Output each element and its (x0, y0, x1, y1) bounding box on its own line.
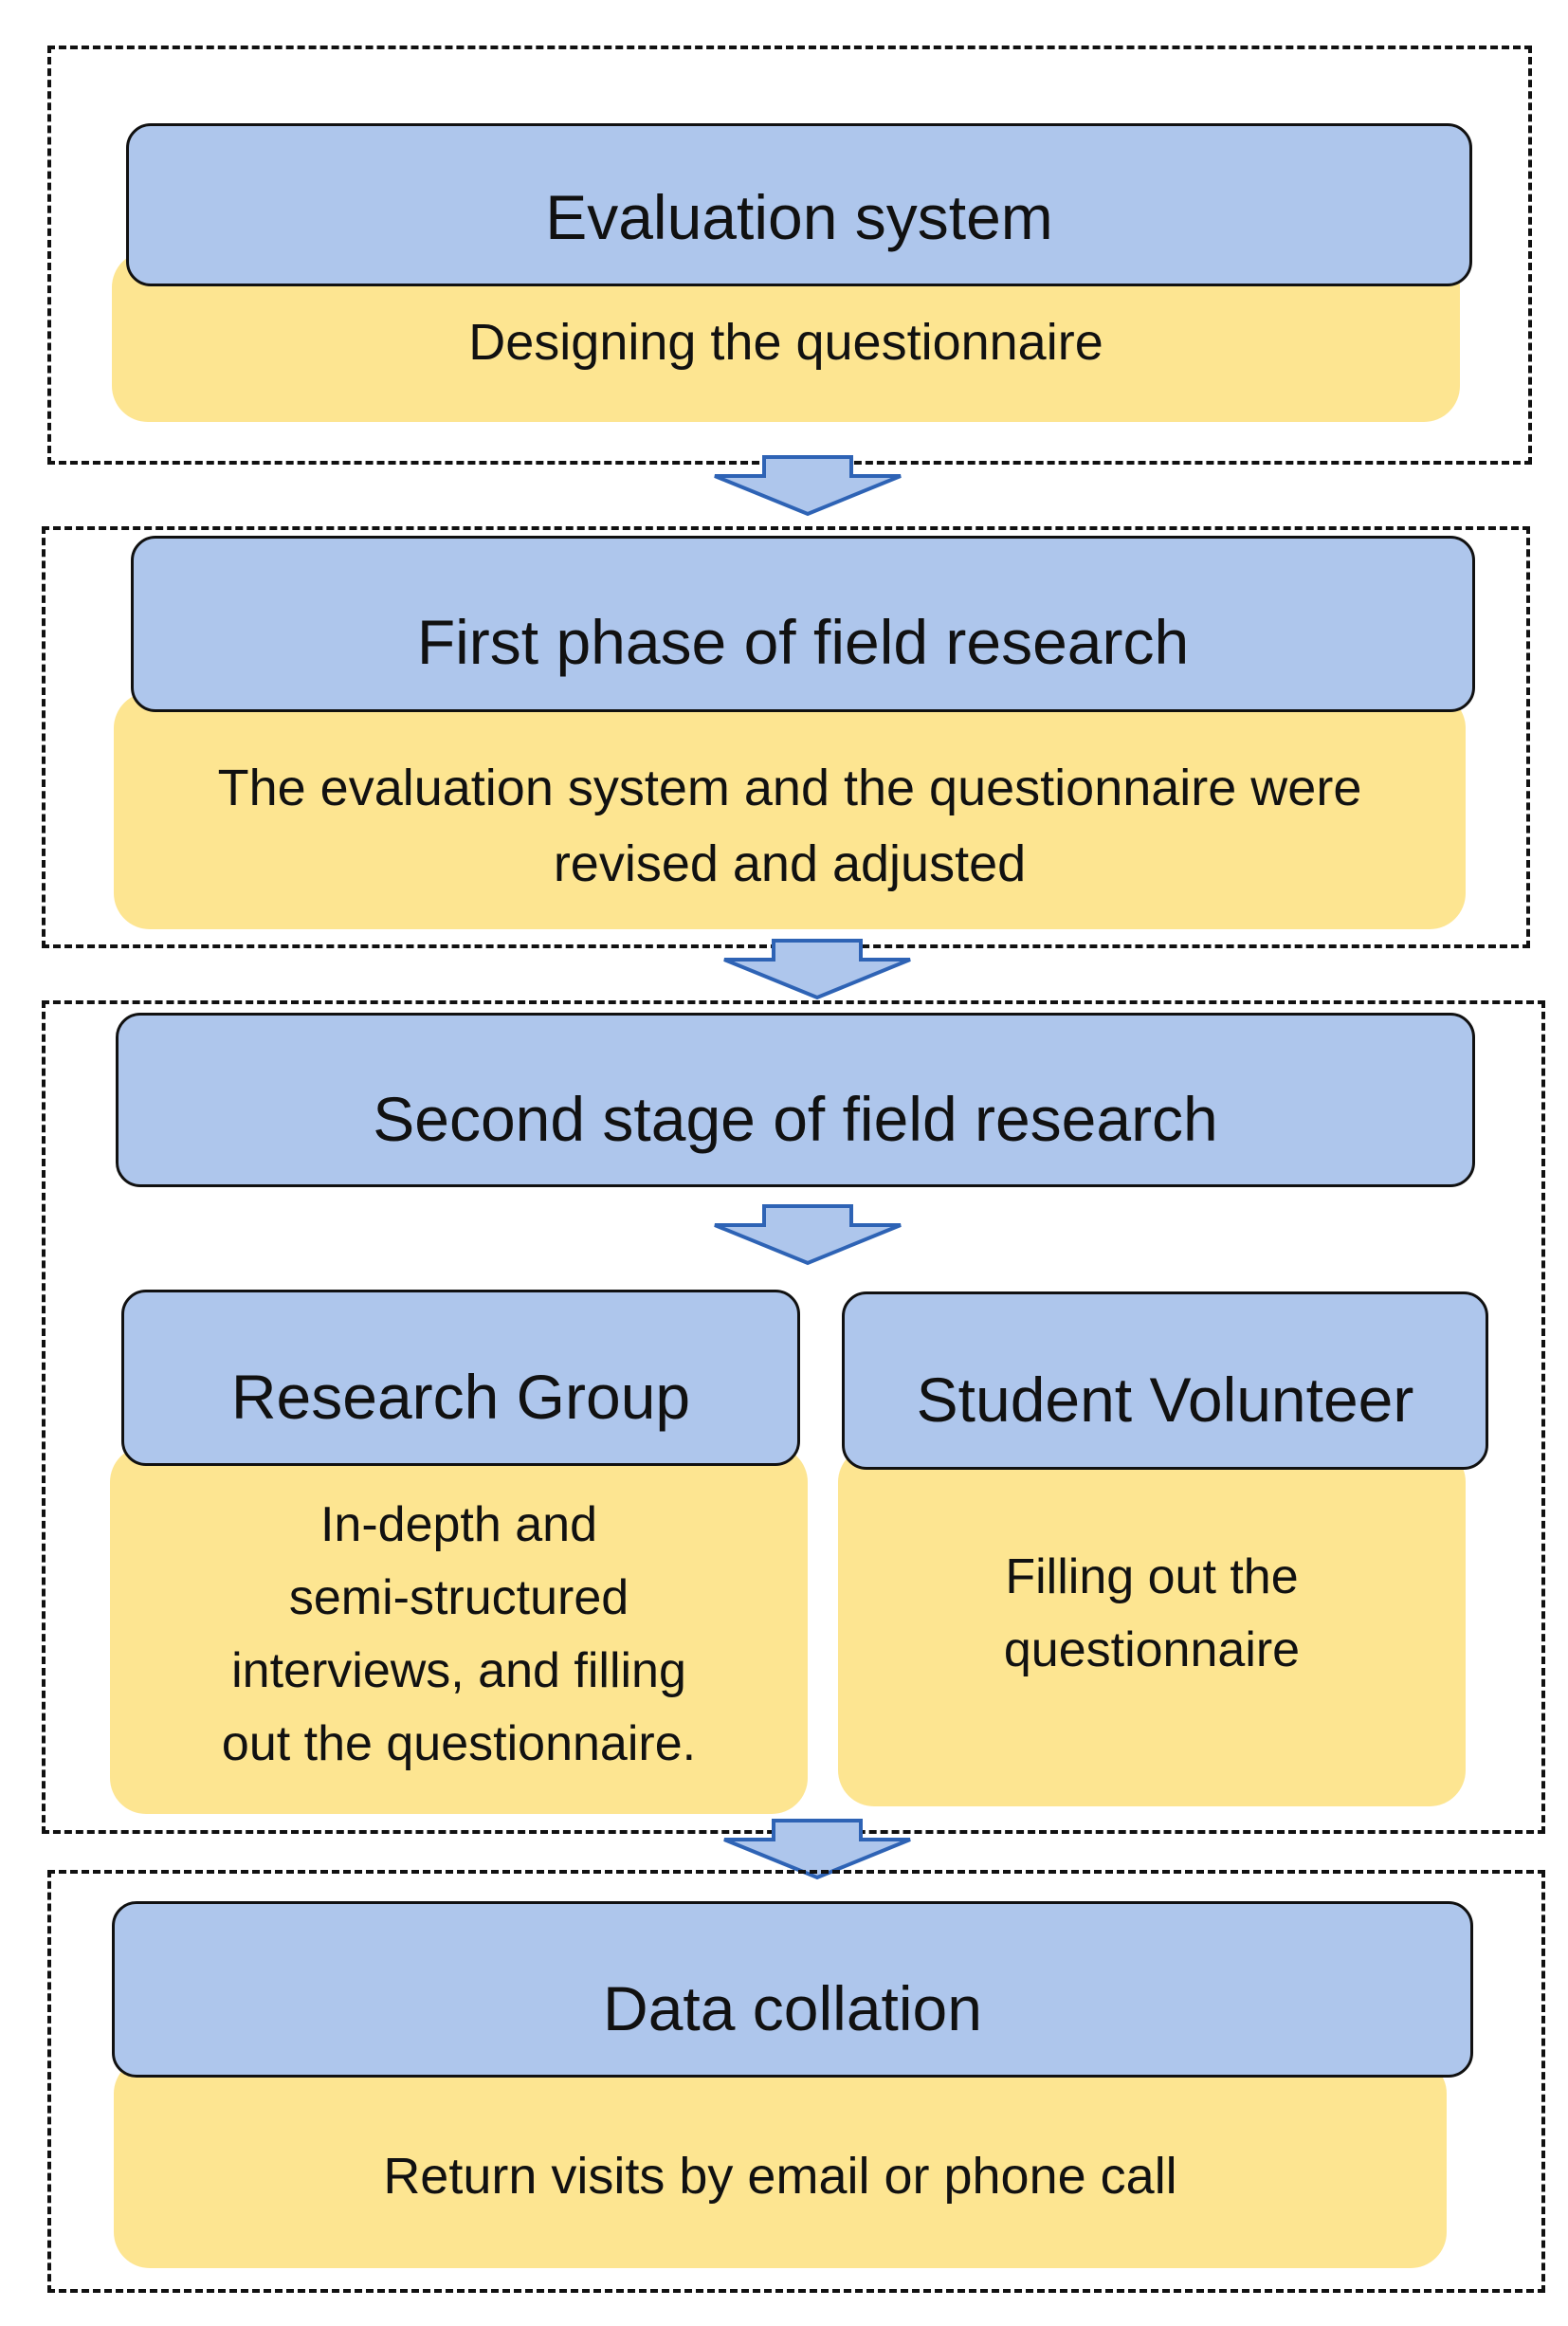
stage-3-title: Second stage of field research (373, 1084, 1218, 1154)
down-arrow-icon (723, 939, 911, 1000)
stage-2-title: First phase of field research (416, 607, 1190, 677)
stage-4-detail-box: Return visits by email or phone call (114, 2058, 1447, 2268)
down-arrow-icon (714, 455, 902, 517)
stage-1-title-box: Evaluation system (126, 123, 1472, 286)
research-group-detail-box: In-depth and semi-structured interviews,… (110, 1446, 808, 1814)
research-group-detail: In-depth and semi-structured interviews,… (221, 1497, 697, 1771)
stage-3-title-box: Second stage of field research (116, 1013, 1475, 1187)
stage-2-title-box: First phase of field research (131, 536, 1475, 712)
student-volunteer-title-box: Student Volunteer (842, 1291, 1488, 1470)
research-group-title: Research Group (230, 1362, 691, 1432)
stage-1-title: Evaluation system (545, 182, 1053, 252)
student-volunteer-detail: Filling out the questionnaire (1003, 1549, 1301, 1677)
stage-4-title-box: Data collation (112, 1901, 1473, 2078)
down-arrow-icon (723, 1819, 911, 1880)
stage-4-group (47, 1870, 1545, 2293)
student-volunteer-detail-box: Filling out the questionnaire (838, 1446, 1466, 1806)
stage-4-title: Data collation (603, 1973, 982, 2043)
stage-4-detail: Return visits by email or phone call (383, 2148, 1177, 2206)
stage-1-detail: Designing the questionnaire (468, 314, 1103, 372)
stage-2-detail: The evaluation system and the questionna… (217, 760, 1362, 892)
down-arrow-icon (714, 1204, 902, 1266)
stage-2-detail-box: The evaluation system and the questionna… (114, 692, 1466, 929)
student-volunteer-title: Student Volunteer (916, 1364, 1414, 1435)
research-group-title-box: Research Group (121, 1290, 800, 1466)
